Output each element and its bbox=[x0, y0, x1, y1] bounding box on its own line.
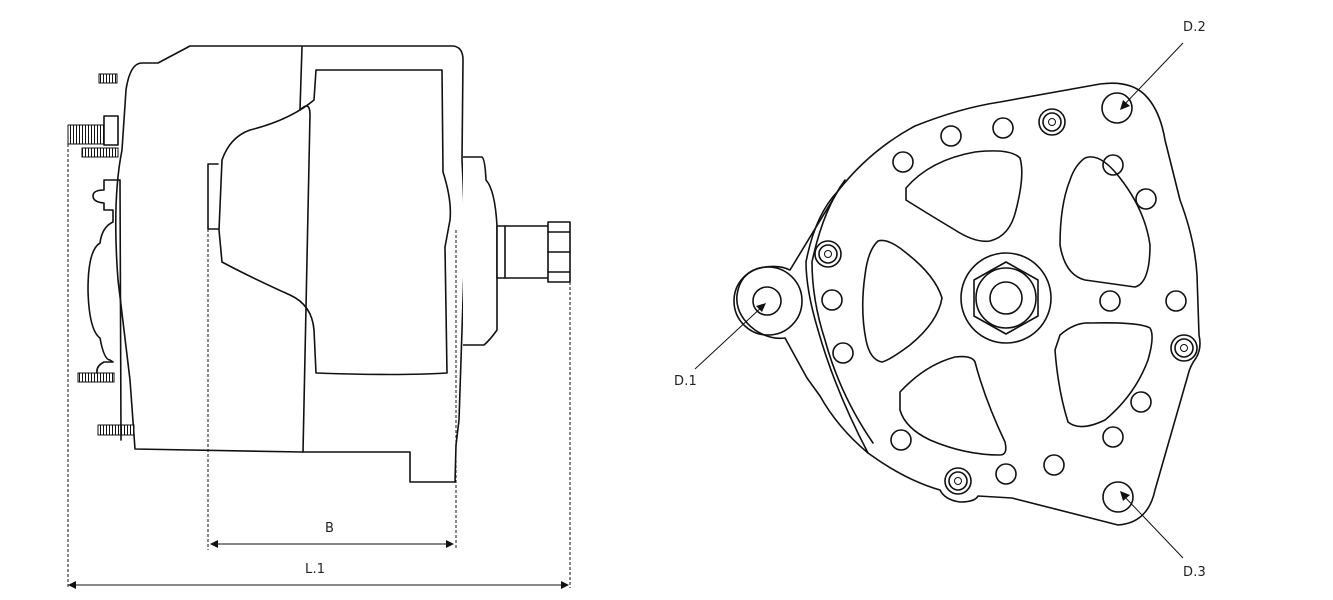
pulley-shaft bbox=[463, 156, 571, 346]
dimension-b-label: B bbox=[325, 521, 335, 536]
bolt-holes bbox=[821, 92, 1187, 513]
leader-d3 bbox=[1120, 491, 1184, 559]
hole-d3 bbox=[1102, 481, 1134, 513]
dimension-d2-label: D.2 bbox=[1183, 20, 1207, 35]
leader-d1 bbox=[694, 303, 766, 370]
dimension-d1-label: D.1 bbox=[674, 374, 698, 389]
hole-d1 bbox=[752, 286, 782, 316]
dimension-l1-arrow bbox=[68, 581, 569, 589]
cooling-slots bbox=[861, 150, 1153, 456]
center-hub bbox=[960, 252, 1052, 344]
rear-studs bbox=[67, 73, 135, 441]
front-plate-outline bbox=[733, 82, 1201, 526]
extension-lines bbox=[67, 144, 571, 588]
hole-d2 bbox=[1101, 92, 1133, 124]
leader-d2 bbox=[1120, 42, 1184, 110]
dimension-l1-label: L.1 bbox=[305, 562, 326, 577]
torx-screws bbox=[814, 108, 1198, 495]
dimension-b-arrow bbox=[210, 540, 454, 548]
dimension-d3-label: D.3 bbox=[1183, 565, 1207, 580]
